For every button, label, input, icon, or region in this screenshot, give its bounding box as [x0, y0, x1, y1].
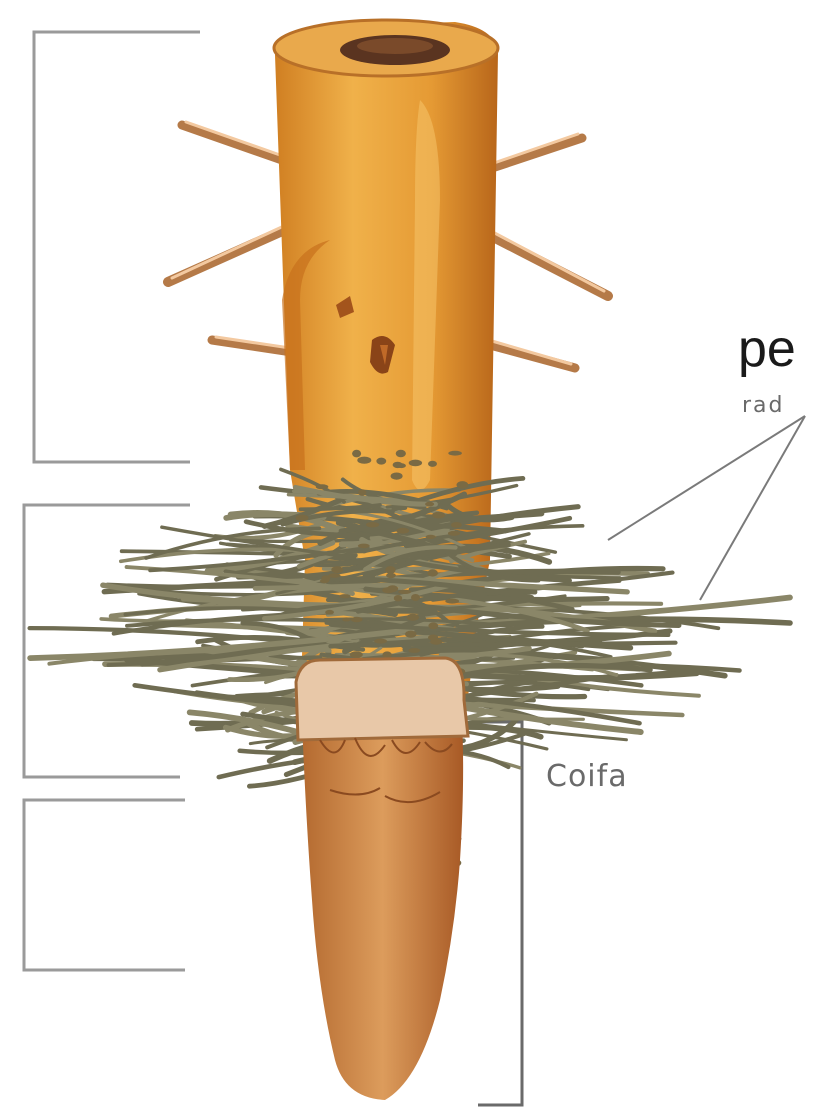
root-hair-base [393, 462, 403, 468]
root-hair-base [394, 595, 402, 601]
root-hair-base [339, 594, 351, 598]
root-hair-base [408, 648, 420, 653]
root-hair-base [351, 617, 363, 622]
root-hair-base [445, 599, 459, 604]
root-hair-base [385, 566, 395, 574]
root-hair-base [396, 450, 406, 457]
root-hair-base [316, 484, 329, 489]
root-hair-base [391, 473, 403, 480]
coifa-label: Coifa [546, 759, 628, 794]
root-cap [302, 722, 463, 1100]
root-hair-base [358, 489, 366, 496]
root-hair-base [405, 631, 416, 638]
root-hair-base [425, 502, 434, 507]
root-hair-base [374, 639, 387, 644]
root-hair-base [357, 457, 371, 464]
root-hair-base [396, 528, 409, 534]
bracket-elongation-zone [24, 800, 185, 970]
root-hair-base [296, 515, 309, 522]
bracket-root-hair-zone [24, 505, 190, 777]
root-hair-base [409, 460, 422, 467]
root-hair-base [457, 481, 469, 489]
root-hair-base [426, 535, 436, 539]
root-hair-base [328, 573, 340, 577]
vascular-cylinder-inner [357, 38, 433, 54]
root-hair-base [350, 651, 363, 658]
root-hair-base [430, 639, 442, 645]
root-hair-base [451, 522, 462, 528]
root-hairs-label: pe [738, 320, 796, 378]
root-hair-base [376, 458, 386, 465]
root-hair-base [448, 531, 460, 536]
root-hair-base [432, 512, 445, 519]
root-hair-base [428, 461, 437, 467]
radicular-label: rad [742, 393, 785, 418]
root-cap-band [296, 658, 468, 740]
root-hair-base [325, 610, 334, 615]
root-hair-base [382, 651, 391, 658]
root-hair-base [352, 450, 361, 458]
root-hair-base [407, 614, 419, 621]
zone-brackets [24, 32, 200, 970]
root-hair-base [398, 590, 411, 594]
root-hair-base [427, 569, 438, 576]
root-hair-base [448, 451, 462, 456]
bracket-ramification-zone [34, 32, 200, 462]
root-hair-base [358, 544, 370, 549]
root-hair-base [342, 617, 351, 621]
bracket-coifa [478, 722, 522, 1105]
root-hair-base [387, 585, 398, 592]
root-hair-base [428, 622, 438, 629]
root-hair-base [331, 566, 343, 573]
root-hair-base [366, 522, 379, 527]
root-hair-base [411, 594, 420, 601]
